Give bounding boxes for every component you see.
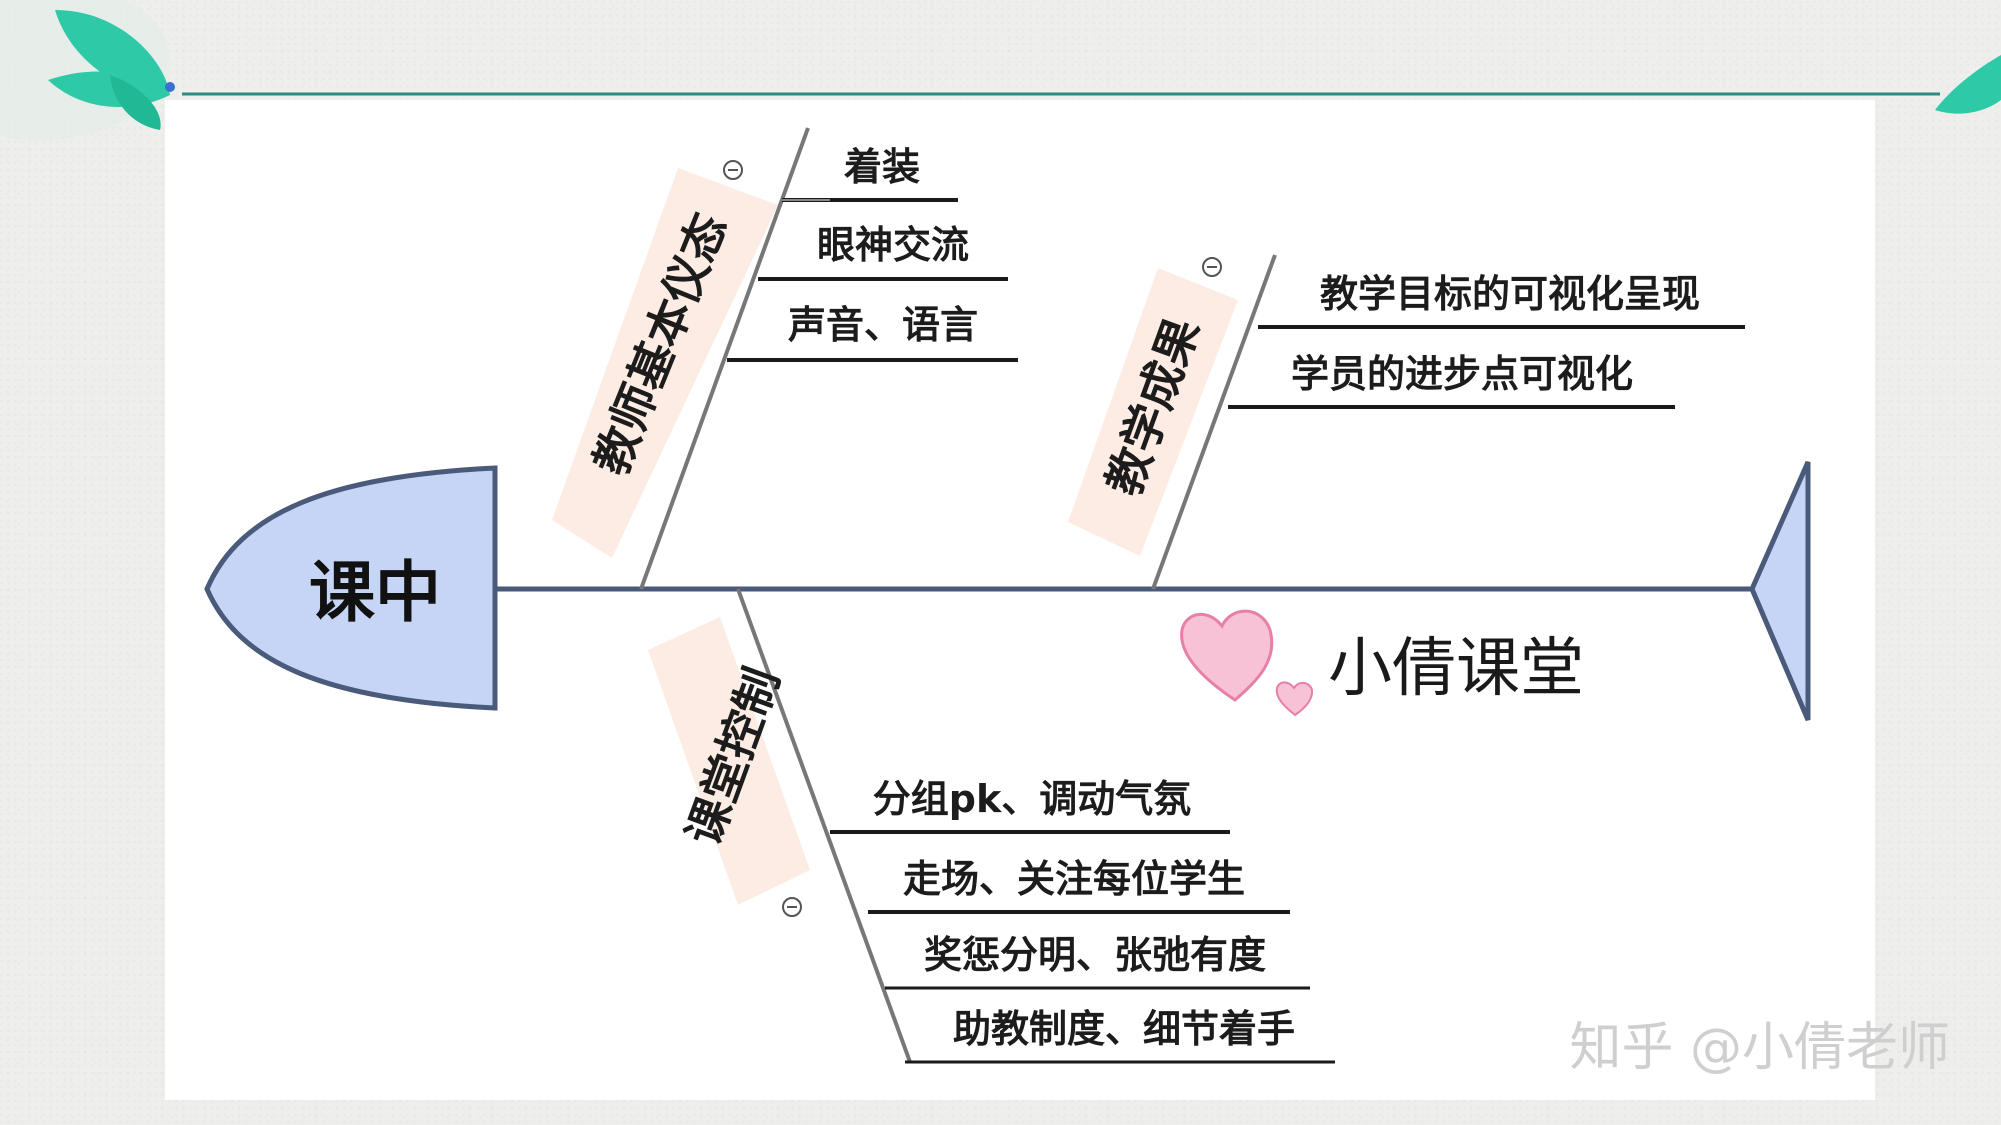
collapse-toggle-icon[interactable] — [1202, 257, 1222, 277]
heart-icon — [1180, 609, 1314, 717]
sub-item-label: 学员的进步点可视化 — [1291, 352, 1633, 396]
category-box — [552, 168, 778, 558]
head-label: 课中 — [309, 554, 441, 631]
sub-item-label: 眼神交流 — [817, 223, 969, 267]
sub-item-label: 奖惩分明、张弛有度 — [924, 933, 1266, 977]
category-box — [1068, 268, 1238, 556]
branch-bone — [736, 588, 912, 1063]
branch-teaching-results: 教学成果 教学目标的可视化呈现 学员的进步点可视化 — [1068, 254, 1745, 590]
sub-item-label: 声音、语言 — [788, 303, 978, 347]
leaf-decoration-right — [1935, 55, 2001, 114]
collapse-toggle-icon[interactable] — [723, 160, 743, 180]
sub-item-label: 分组pk、调动气氛 — [873, 777, 1191, 821]
branch-teacher-posture: 教师基本仪态 着装 眼神交流 声音、语言 — [552, 127, 1018, 590]
watermark-text: 知乎 @小倩老师 — [1569, 1018, 1950, 1078]
sub-item-label: 走场、关注每位学生 — [903, 857, 1245, 901]
sub-item-label: 着装 — [844, 145, 920, 189]
sub-item-label: 助教制度、细节着手 — [953, 1007, 1295, 1051]
fish-head — [204, 465, 498, 711]
brand-label: 小倩课堂 — [1328, 632, 1584, 706]
leaf-decoration-left — [0, 0, 175, 140]
sub-item-label: 教学目标的可视化呈现 — [1320, 272, 1700, 316]
branch-bone — [639, 127, 810, 590]
branch-bone — [1151, 254, 1277, 590]
collapse-toggle-icon[interactable] — [782, 897, 802, 917]
category-box — [648, 617, 810, 905]
fish-tail — [1749, 460, 1811, 721]
